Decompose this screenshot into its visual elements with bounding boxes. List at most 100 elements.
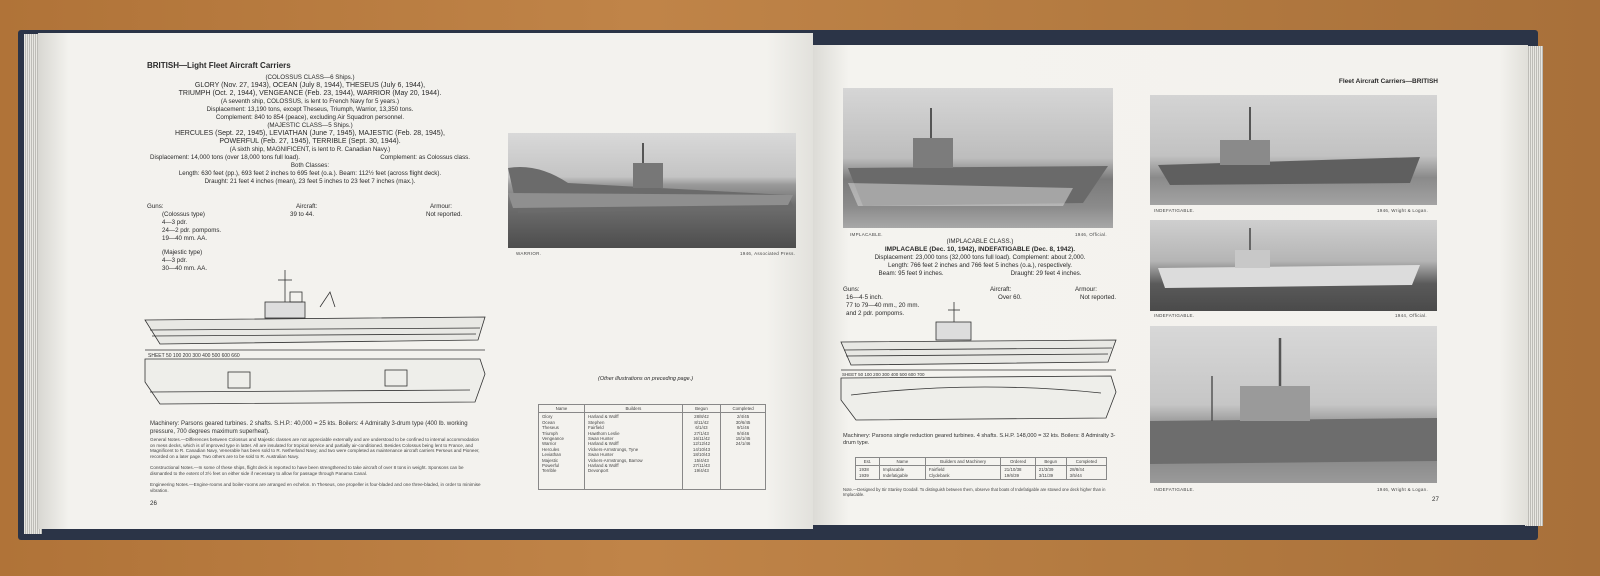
cell-value: Stephen — [588, 419, 605, 425]
ship-list: GLORY (Nov. 27, 1943), OCEAN (July 8, 19… — [194, 82, 426, 89]
column-header: Completed — [1065, 456, 1108, 467]
beam: Beam: 95 feet 9 inches. — [878, 270, 944, 277]
running-head: Fleet Aircraft Carriers—BRITISH — [1338, 78, 1438, 85]
cell-value: Swan Hunter — [588, 452, 614, 458]
other-illustrations-note: (Other illustrations on preceding page.) — [598, 376, 694, 382]
column-header: Name — [878, 456, 926, 467]
ship-profile-drawing: SHEET 50 100 200 300 400 500 600 660 — [144, 270, 486, 405]
warrior-photo — [508, 133, 796, 248]
cell-value: Harland & Wolff — [588, 441, 619, 447]
cell-value: 30/6/45 — [735, 419, 751, 425]
armour-value: Not reported. — [426, 211, 463, 218]
cell-value: 15/1/45 — [735, 436, 751, 442]
cell-value: 2/4/45 — [736, 414, 750, 420]
photo-caption: INDEFATIGABLE. — [1154, 487, 1195, 492]
implacable-block: (IMPLACABLE CLASS.) IMPLACABLE (Dec. 10,… — [845, 238, 1115, 278]
ship-profile-drawing: SHEET 50 100 200 300 400 500 600 700 — [840, 302, 1117, 421]
cell-value: Hawthorn Leslie — [588, 430, 620, 436]
seventh-ship-note: (A seventh ship, COLOSSUS, is lent to Fr… — [220, 98, 400, 105]
guns-list: 16—4·5 inch. 77 to 79—40 mm., 20 mm. and… — [846, 294, 919, 318]
cell-value: Vickers-Armstrongs, Barrow — [588, 457, 643, 463]
implacable-photo — [843, 88, 1113, 228]
cell-value: Powerful — [542, 463, 560, 469]
column-header: Builders and Machinery — [924, 456, 1002, 467]
cell-value: 28/8/42 — [694, 414, 709, 420]
guns-label: Guns: — [843, 286, 860, 293]
draught: Draught: 29 feet 4 inches. — [1010, 270, 1082, 277]
column-header: Begun — [1034, 456, 1067, 467]
column-header: Builders — [584, 403, 683, 414]
ship-list: HERCULES (Sept. 22, 1945), LEVIATHAN (Ju… — [175, 130, 445, 137]
gun-item: and 2 pdr. pompoms. — [846, 310, 905, 317]
ship-silhouette — [848, 108, 1108, 206]
cell-value: Theseus — [542, 425, 559, 431]
svg-text:SHEET 50 100 200 300: SHEET 50 100 200 300 400 500 600 700 — [842, 372, 925, 377]
cell-value: Devonport — [588, 468, 609, 474]
cell-value: Warrior — [542, 441, 557, 447]
page-edges-left — [24, 34, 42, 534]
cell-value: 27/11/43 — [693, 463, 710, 469]
page-number: 27 — [1432, 496, 1439, 503]
class-title: (MAJESTIC CLASS—5 Ships.) — [267, 122, 353, 129]
both-classes: Both Classes: — [290, 162, 330, 169]
photo-credit: 1944, Official. — [1395, 313, 1427, 318]
class-title: (IMPLACABLE CLASS.) — [946, 238, 1014, 245]
column-header: Completed — [720, 403, 766, 414]
ship-list: IMPLACABLE (Dec. 10, 1942), INDEFATIGABL… — [884, 246, 1076, 253]
photo-caption: IMPLACABLE. — [850, 232, 883, 237]
machinery: Machinery: Parsons single reduction gear… — [843, 433, 1116, 446]
aircraft-label: Aircraft: — [296, 203, 318, 210]
cell-value: 18/10/43 — [692, 452, 711, 458]
photo-credit: 1946, Associated Press. — [740, 251, 796, 256]
armour-value: Not reported. — [1080, 294, 1117, 301]
displacement: Displacement: 23,000 tons (32,000 tons f… — [874, 254, 1086, 261]
aircraft-label: Aircraft: — [990, 286, 1012, 293]
cell-value: 27/1/43 — [694, 430, 709, 436]
photo-caption: INDEFATIGABLE. — [1154, 208, 1195, 213]
page-heading: BRITISH—Light Fleet Aircraft Carriers — [147, 61, 291, 70]
table-cell: Implacable Indefatigable — [878, 465, 926, 481]
ship-silhouette — [1150, 338, 1437, 464]
photo-credit: 1946, Wright & Logan. — [1377, 487, 1428, 492]
complement: Complement: as Colossus class. — [380, 154, 470, 161]
cell-value: 15/4/43 — [694, 457, 709, 463]
cell-value: Hercules — [542, 446, 560, 452]
photo-credit: 1946, Wright & Logan. — [1377, 208, 1428, 213]
page-number: 26 — [150, 500, 157, 507]
guns-label: Guns: — [147, 203, 164, 210]
cell-value: Ocean — [542, 419, 555, 425]
column-header: Name — [537, 403, 586, 414]
cell-value: 19/4/43 — [694, 468, 709, 474]
cell-value: Fairfield — [588, 425, 604, 431]
machinery: Machinery: Parsons geared turbines. 2 sh… — [150, 421, 468, 435]
cell-value: Vengeance — [542, 436, 564, 442]
constructional-notes: Constructional Notes.—In some of these s… — [150, 465, 464, 476]
table-cell: 28/8/44 3/5/44 — [1065, 465, 1108, 481]
gun-item: 30—40 mm. AA. — [162, 265, 208, 272]
armour-label: Armour: — [1075, 286, 1098, 293]
cell-value: 16/11/42 — [693, 436, 710, 442]
table-cell: 21/3/39 3/11/39 — [1034, 465, 1067, 481]
gun-item: 24—2 pdr. pompoms. — [162, 227, 222, 234]
cell-value: 24/1/46 — [735, 441, 751, 447]
general-notes: General Notes.—Differences between Colos… — [150, 437, 480, 459]
gun-item: 77 to 79—40 mm., 20 mm. — [846, 302, 920, 309]
colossus-block: (COLOSSUS CLASS—6 Ships.) GLORY (Nov. 27… — [140, 74, 480, 186]
complement: Complement: 840 to 854 (peace), excludin… — [215, 114, 405, 121]
table-cell: 1938 1939 — [855, 465, 880, 481]
ship-list: POWERFUL (Feb. 27, 1945), TERRIBLE (Sept… — [219, 138, 401, 145]
cell-value: Leviathan — [542, 452, 562, 458]
class-title: (COLOSSUS CLASS—6 Ships.) — [265, 74, 355, 81]
column-header: Est. — [855, 456, 880, 467]
photo-caption: WARRIOR. — [516, 251, 542, 256]
indefatigable-photo-3 — [1150, 326, 1437, 483]
ship-silhouette — [1158, 228, 1420, 288]
cell-value — [724, 468, 762, 473]
cell-value: 8/11/42 — [694, 419, 709, 425]
length: Length: 630 feet (pp.), 693 feet 2 inche… — [178, 170, 442, 177]
